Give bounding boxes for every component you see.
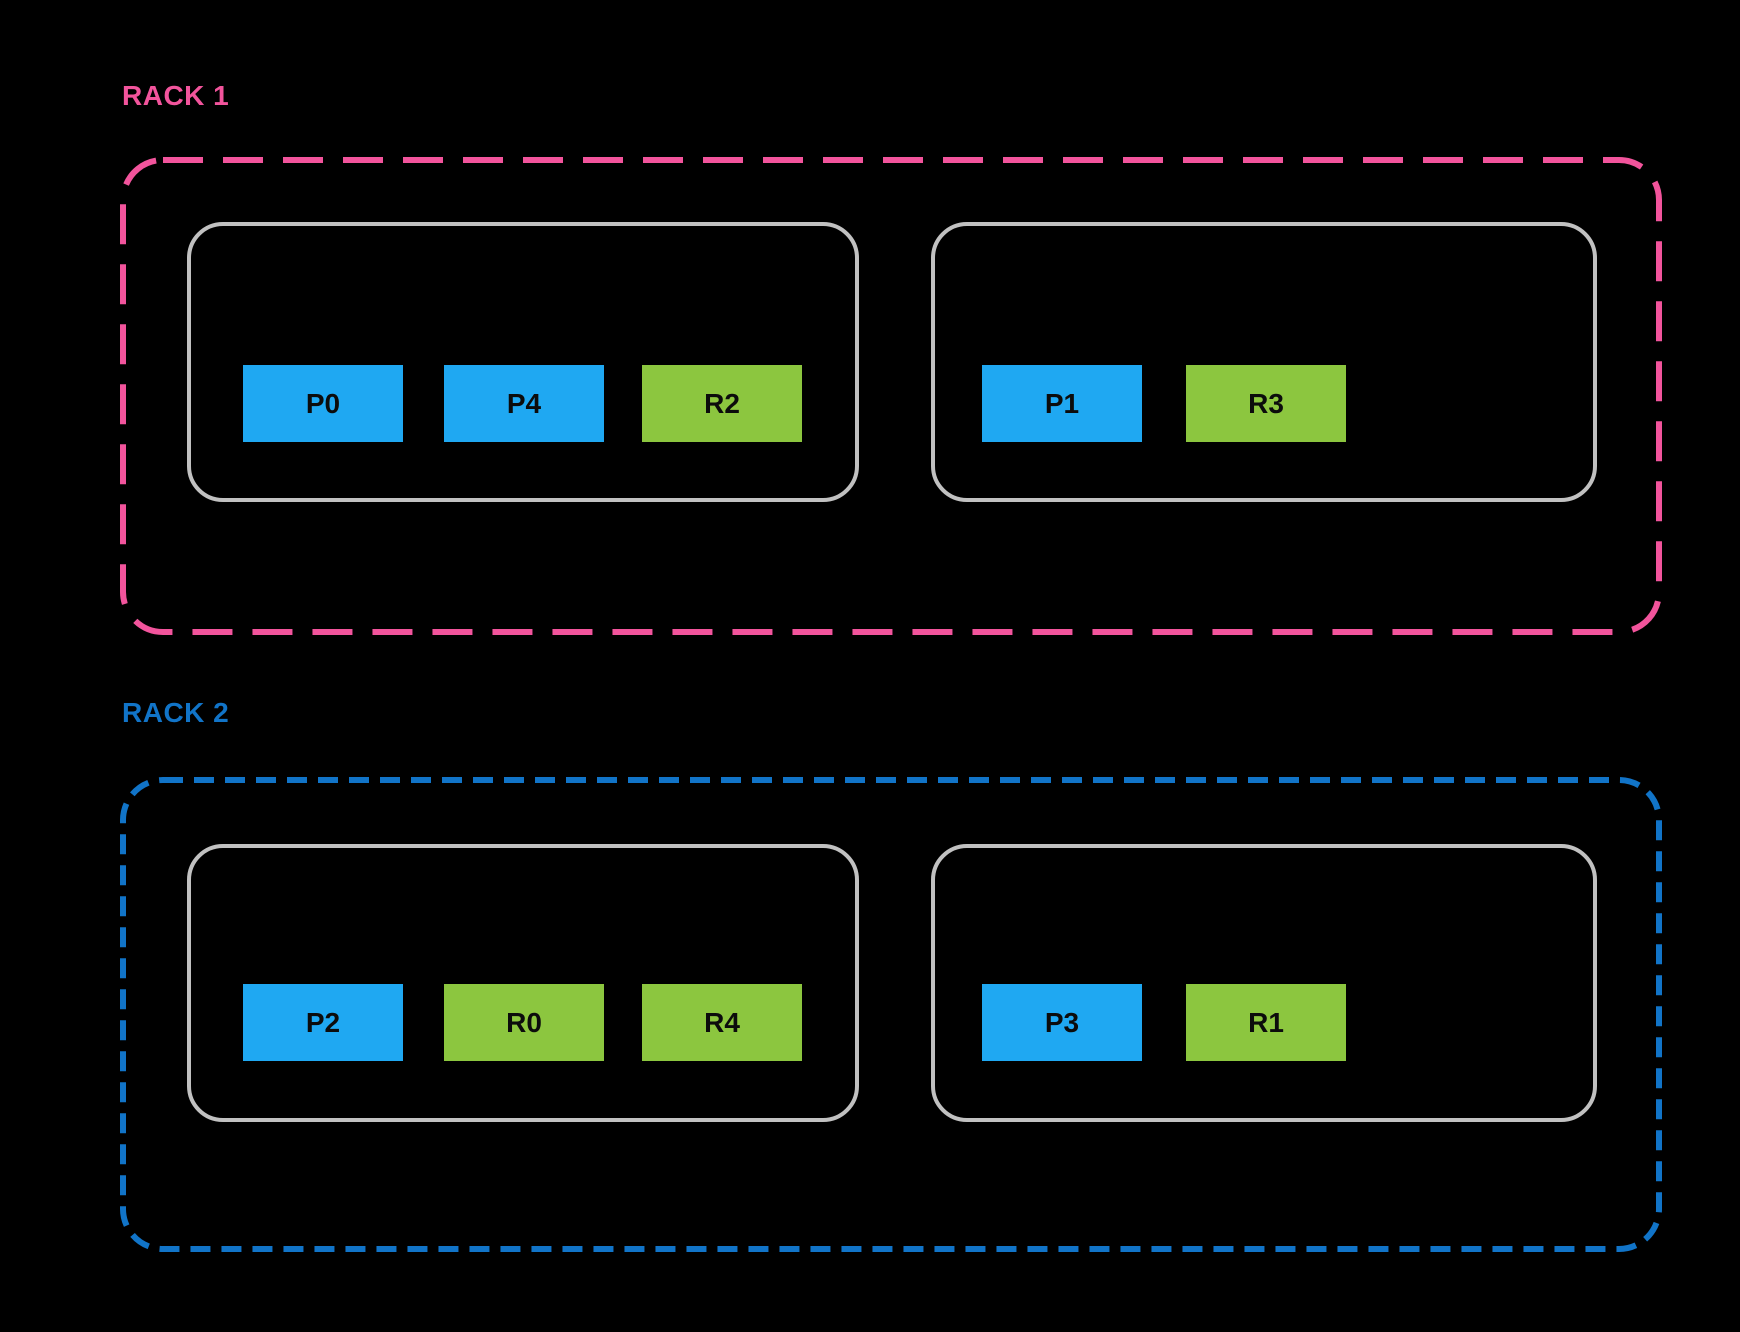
slot-r2: R2: [642, 365, 802, 442]
rack-1-node-1: P0 P4 R2: [187, 222, 859, 502]
rack-2-label: RACK 2: [122, 697, 230, 728]
rack-1-boundary: [120, 157, 1662, 635]
rack-1-label: RACK 1: [122, 80, 230, 111]
rack-1-node-2: P1 R3: [931, 222, 1597, 502]
slot-p1: P1: [982, 365, 1142, 442]
rack-2-dashed-border: [120, 777, 1662, 1252]
slot-p3: P3: [982, 984, 1142, 1061]
slot-r3: R3: [1186, 365, 1346, 442]
slot-p4: P4: [444, 365, 604, 442]
rack-2-node-2: P3 R1: [931, 844, 1597, 1122]
slot-r1: R1: [1186, 984, 1346, 1061]
slot-p2: P2: [243, 984, 403, 1061]
slot-r0: R0: [444, 984, 604, 1061]
rack-1-dashed-border: [120, 157, 1662, 635]
slot-r4: R4: [642, 984, 802, 1061]
rack-2-node-1: P2 R0 R4: [187, 844, 859, 1122]
slot-p0: P0: [243, 365, 403, 442]
rack-2-boundary: [120, 777, 1662, 1252]
